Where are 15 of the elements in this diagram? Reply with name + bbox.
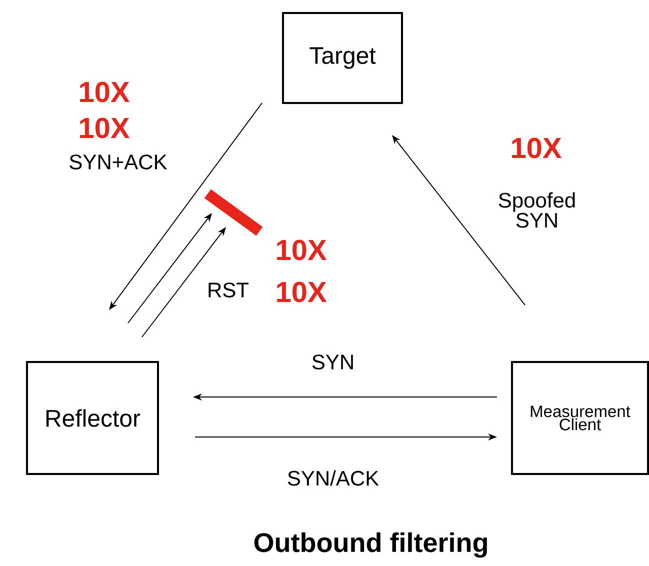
edge-label: SYN+ACK — [68, 154, 168, 170]
box: Reflector — [26, 361, 159, 475]
box: Target — [282, 12, 403, 104]
count-label: 10X — [277, 240, 327, 260]
edge-label: SYN — [310, 354, 356, 370]
title: Outbound filtering — [254, 532, 487, 558]
edge-label: SYN/ACK — [286, 469, 380, 487]
block-bar — [204, 189, 263, 236]
count-label: 10X — [512, 138, 562, 158]
box: Measurement Client — [511, 361, 649, 475]
count-label: 10X — [80, 118, 130, 138]
count-label: 10X — [277, 282, 327, 302]
edge-label: Spoofed SYN — [496, 191, 578, 229]
edge-label: RST — [206, 282, 250, 298]
count-label: 10X — [80, 82, 130, 102]
